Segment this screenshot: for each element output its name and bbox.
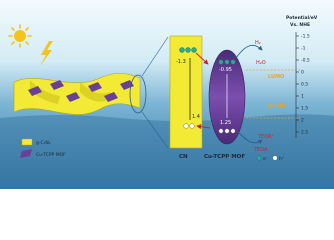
homo-label: HOMO [268,104,286,110]
sea-waves [0,114,334,189]
cn-cb-value: -1.3 [176,59,186,65]
scale-tick-label: -1 [301,46,306,52]
hole-legend-label: h⁺ [279,156,285,162]
teoa-oxidation-arrow [237,131,263,145]
mof-sheets [28,80,134,102]
cn-band [169,35,203,149]
scale-title-line1: Potential/eV [286,15,318,21]
teoa-plus-label: TEOA⁺ [257,134,274,140]
legend-mof-label: Cu-TCPP MOF [36,152,66,158]
zoom-ellipse [129,74,147,114]
mof-homo-value: 1.25 [220,120,231,126]
zoom-line-top [141,36,169,77]
cn-holes [183,123,195,129]
scale-tick-label: 1 [301,94,304,100]
scale-tick-label: -1.5 [301,34,310,40]
legend-mof-swatch [20,149,32,158]
legend-gcn-label: g-C₃N₄ [36,140,51,146]
electron-legend-icon [256,155,262,161]
mof-label: Cu-TCPP MOF [204,154,245,160]
electron-legend-label: e⁻ [263,157,269,162]
scale-ticks: -1.5 -1 -0.5 0 0.5 1 1.5 2 2.5 [296,34,310,136]
mof-holes [218,128,236,134]
lumo-label: LUMO [268,74,284,80]
legend-gcn-swatch [21,138,33,146]
scale-tick-label: 2.5 [301,130,308,136]
teoa-label: TEOA [253,147,268,153]
h2o-label: H₂O [256,60,266,66]
hole-transfer-arrow [196,124,211,130]
cn-label: CN [179,154,188,160]
h2-evolution-arrow [235,44,263,59]
sun-icon [8,24,32,48]
mof-lumo-value: -0.95 [219,67,232,73]
graphical-abstract: g-C₃N₄ Cu-TCPP MOF -1.3 1.4 CN -0.95 1.2… [0,0,334,189]
mof-electrons [218,59,236,65]
scale-tick-label: -0.5 [301,58,310,64]
electron-transfer-arrow [195,52,209,65]
carrier-legend: e⁻ h⁺ [256,155,285,162]
hole-legend-icon [272,155,278,161]
scale-tick-label: 0 [301,70,304,76]
cn-vb-value: 1.4 [192,114,200,120]
scale-title-line2: Vs. NHE [290,22,310,28]
zoom-line-bottom [141,111,169,149]
cn-electrons [179,47,197,53]
light-bolt-icon [40,41,53,66]
figure-canvas: g-C₃N₄ Cu-TCPP MOF -1.3 1.4 CN -0.95 1.2… [0,0,334,189]
h2-label: H₂ [255,40,261,46]
scale-tick-label: 0.5 [301,82,308,88]
legend: g-C₃N₄ Cu-TCPP MOF [20,138,66,158]
scale-tick-label: 1.5 [301,106,308,112]
scale-tick-label: 2 [301,118,304,124]
